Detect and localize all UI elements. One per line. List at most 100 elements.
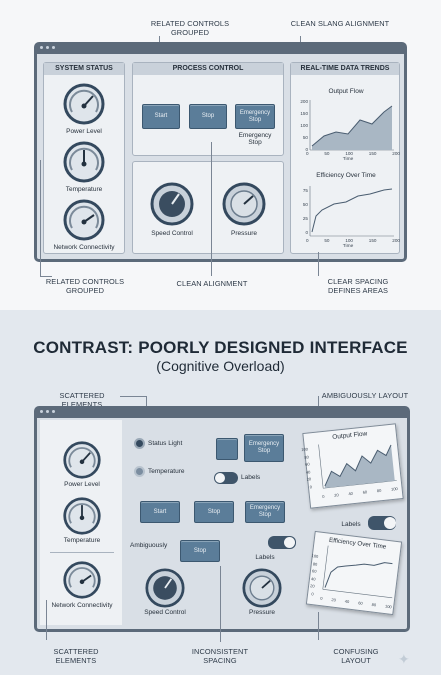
emergency-stop-caption: Emergency Stop (238, 132, 272, 147)
callout-line (318, 612, 319, 640)
temperature-gauge-icon (63, 497, 101, 535)
output-flow-title: Output Flow (328, 88, 364, 95)
output-flow-yticks: 200 150 100 50 0 (294, 96, 308, 156)
temperature-gauge-icon (63, 141, 105, 183)
ytick: 50 (302, 135, 308, 140)
trends-title: REAL-TIME DATA TRENDS (291, 63, 399, 75)
callout-related-controls-top: RELATED CONTROLS GROUPED (150, 19, 230, 37)
xtick: 0 (319, 595, 323, 601)
contrast-subheading: (Cognitive Overload) (156, 358, 285, 374)
window-dot[interactable] (40, 410, 43, 413)
labels-label-1: Labels (241, 474, 261, 481)
labels-label-2: Labels (255, 554, 275, 561)
toggle-knob (284, 537, 295, 548)
ytick: 200 (300, 99, 308, 104)
labels-label-3: Labels (341, 521, 361, 528)
callout-line (120, 396, 146, 397)
contrast-heading: CONTRAST: POORLY DESIGNED INTERFACE (33, 338, 408, 357)
stop-button-1[interactable]: Stop (194, 501, 234, 523)
pressure-label: Pressure (248, 609, 275, 616)
callout-line (40, 276, 52, 277)
divider (50, 552, 114, 553)
callout-ambiguously-layout: AMBIGUOUSLY LAYOUT (321, 391, 409, 400)
xtick: 50 (324, 238, 330, 243)
xtick: 40 (344, 598, 350, 605)
network-connectivity-gauge-icon (63, 561, 101, 599)
emergency-stop-button-top[interactable]: Emergency Stop (244, 434, 284, 462)
callout-line (211, 142, 212, 276)
output-flow-card-chart (318, 444, 397, 489)
emergency-stop-button-mid[interactable]: Emergency Stop (245, 501, 285, 523)
network-connectivity-label: Network Connectivity (51, 602, 113, 609)
ytick: 0 (309, 484, 313, 490)
speed-control-dial-icon[interactable] (150, 182, 194, 226)
pressure-dial-icon[interactable] (242, 568, 282, 608)
window-dot[interactable] (40, 46, 43, 49)
callout-scattered-bottom: SCATTERED ELEMENTS (53, 647, 99, 665)
output-flow-card[interactable]: Output Flow (302, 423, 404, 509)
power-level-gauge-icon (63, 83, 105, 125)
efficiency-card[interactable]: Efficiency Over Time (305, 530, 403, 616)
callout-confusing-layout: CONFUSING LAYOUT (333, 647, 379, 665)
trends-panel: REAL-TIME DATA TRENDS (290, 62, 400, 254)
xtick: 100 (390, 486, 399, 492)
status-light-label: Status Light (148, 440, 183, 447)
callout-clean-slang: CLEAN SLANG ALIGNMENT (290, 19, 390, 28)
xtick: 80 (371, 601, 377, 608)
xtick: 0 (306, 151, 309, 156)
start-button[interactable]: Start (140, 501, 180, 523)
xtick: 150 (368, 238, 377, 243)
xtick: 80 (376, 487, 382, 494)
status-light-icon (134, 438, 145, 449)
window-titlebar (37, 409, 407, 418)
callout-related-controls-bottom: RELATED CONTROLS GROUPED (45, 277, 125, 295)
xtick: 100 (345, 238, 353, 243)
window-dot[interactable] (46, 410, 49, 413)
ytick: 0 (305, 147, 308, 152)
xtick: 150 (368, 151, 377, 156)
efficiency-xticks: 0 50 100 150 200 (306, 238, 400, 243)
xtick: 40 (348, 490, 354, 497)
network-connectivity-label: Network Connectivity (53, 244, 115, 251)
emergency-stop-button[interactable]: Emergency Stop (235, 104, 275, 129)
xtick: 100 (345, 151, 353, 156)
efficiency-chart (309, 186, 394, 237)
window-dot[interactable] (52, 46, 55, 49)
ytick: 50 (302, 202, 308, 207)
ytick: 150 (300, 111, 308, 116)
window-dot[interactable] (46, 46, 49, 49)
process-control-title: PROCESS CONTROL (133, 63, 283, 75)
start-button[interactable]: Start (142, 104, 180, 129)
efficiency-yticks: 75 50 25 0 (294, 184, 308, 236)
toggle-knob (384, 517, 396, 529)
stop-button[interactable]: Stop (189, 104, 227, 129)
power-level-gauge-icon (63, 441, 101, 479)
callout-clear-spacing: CLEAR SPACING DEFINES AREAS (327, 277, 389, 295)
power-level-label: Power Level (66, 128, 102, 135)
ytick: 0 (305, 230, 308, 235)
callout-line (46, 600, 47, 640)
callout-line (40, 160, 41, 276)
ytick: 75 (302, 188, 308, 193)
xtick: 200 (392, 238, 400, 243)
callout-clean-alignment: CLEAN ALIGNMENT (176, 279, 248, 288)
xtick: 20 (333, 492, 339, 498)
efficiency-card-chart (322, 545, 393, 599)
window-titlebar (37, 45, 404, 54)
pressure-label: Pressure (230, 230, 257, 237)
xtick: 20 (331, 597, 337, 603)
stop-button-2[interactable]: Stop (180, 540, 220, 562)
output-flow-chart (309, 100, 394, 151)
blank-square-button[interactable] (216, 438, 238, 460)
sparkle-icon: ✦ (398, 651, 410, 667)
toggle-knob (215, 473, 225, 483)
window-dot[interactable] (52, 410, 55, 413)
output-flow-xticks: 0 50 100 150 200 (306, 151, 400, 156)
callout-line (318, 252, 319, 276)
speed-control-dial-icon[interactable] (145, 568, 185, 608)
callout-line (220, 566, 221, 642)
xtick: 0 (306, 238, 309, 243)
pressure-dial-icon[interactable] (222, 182, 266, 226)
xtick: 50 (324, 151, 330, 156)
ytick: 25 (302, 216, 308, 221)
